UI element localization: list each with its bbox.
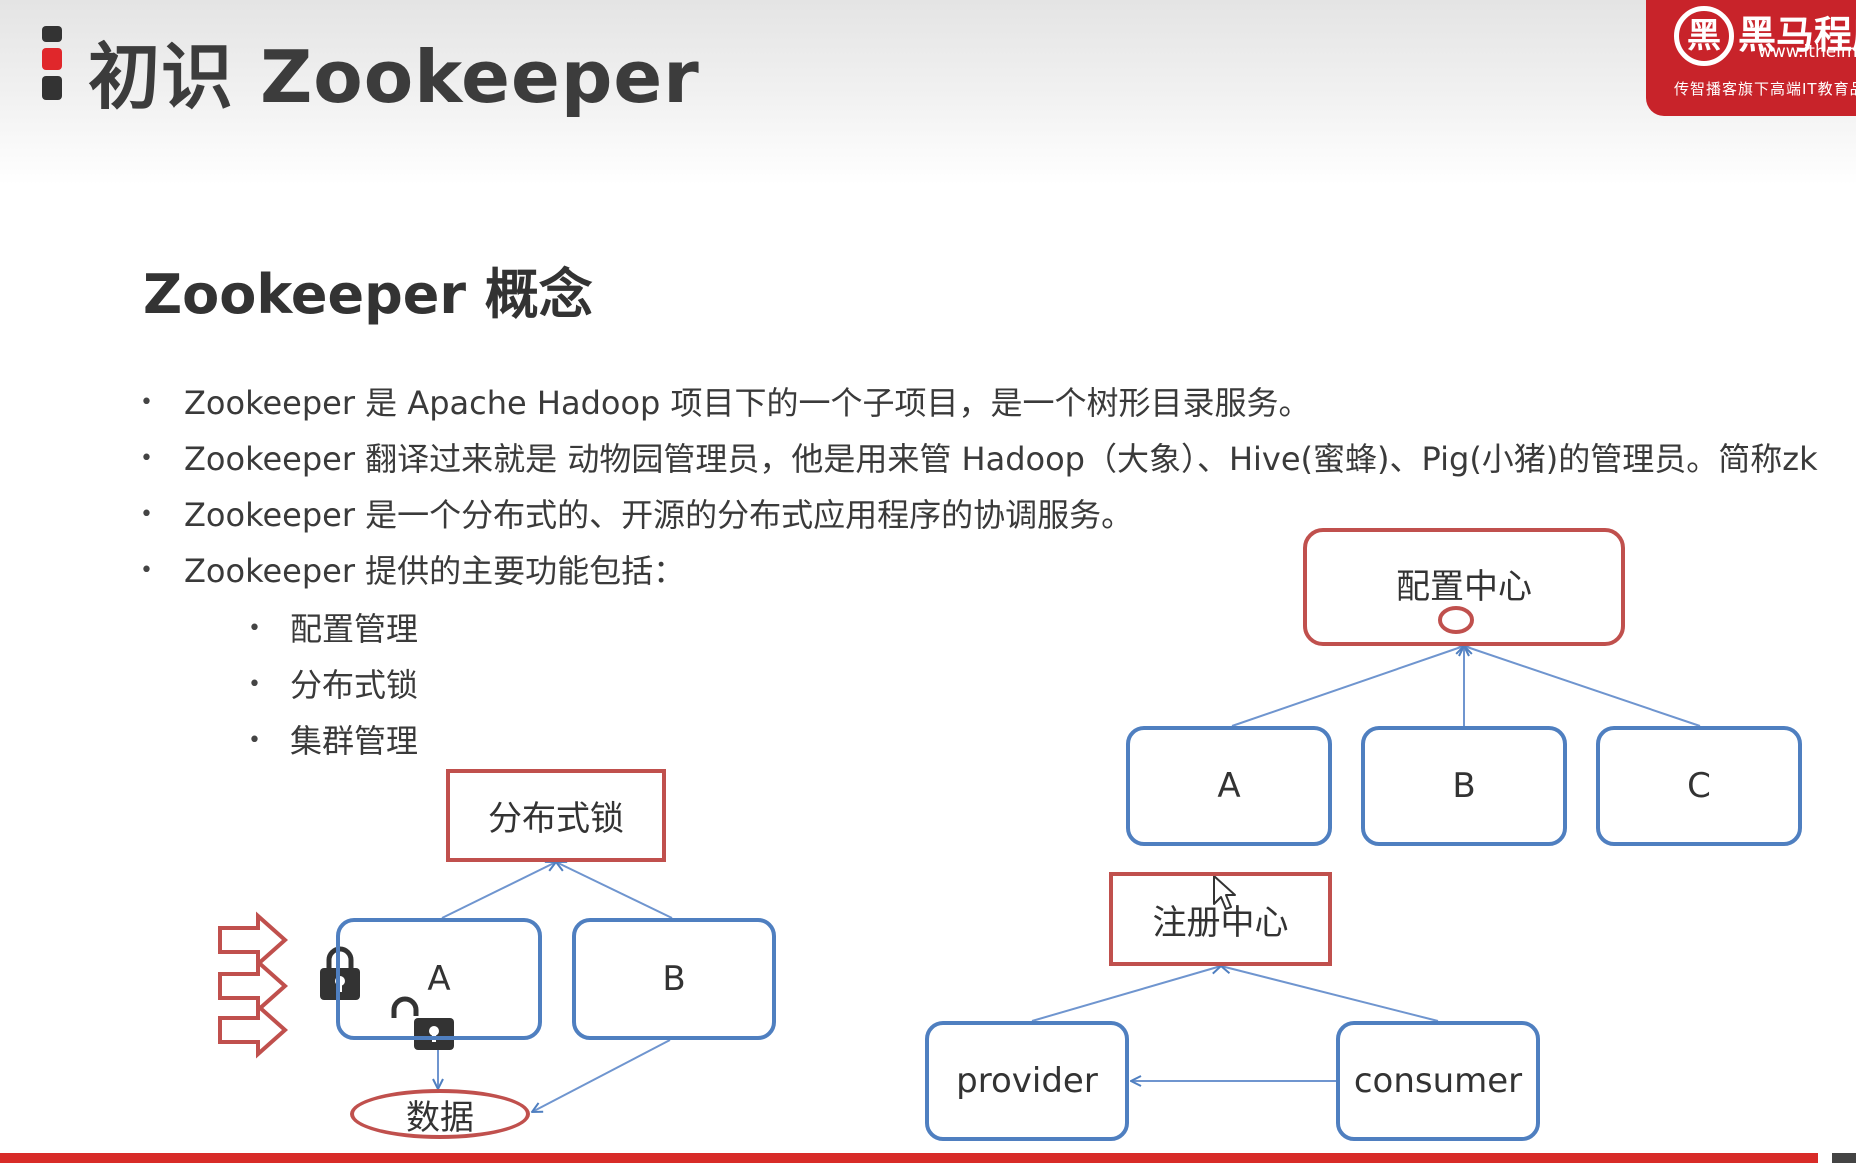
sub-bullet-item: 配置管理 (248, 604, 418, 660)
lock-client-a: A (336, 918, 542, 1040)
config-link-c (1464, 646, 1701, 727)
bullet-item: Zookeeper 提供的主要功能包括： (140, 546, 1818, 602)
bullet-list: Zookeeper 是 Apache Hadoop 项目下的一个子项目，是一个树… (140, 378, 1818, 602)
footer-bar (0, 1153, 1818, 1163)
title-marker-top (42, 26, 62, 42)
title-marker-bottom (42, 76, 62, 100)
footer-corner (1832, 1153, 1856, 1163)
config-client-c: C (1596, 726, 1802, 846)
mouse-cursor-icon (1213, 875, 1236, 910)
lock-closed-icon (320, 946, 360, 1000)
logo-seal-icon: 黑 (1674, 6, 1734, 66)
logo-slogan: 传智播客旗下高端IT教育品牌 (1674, 80, 1856, 98)
arrow-right-icon (218, 957, 289, 1015)
slide-header (0, 0, 1856, 185)
bullet-item: Zookeeper 是 Apache Hadoop 项目下的一个子项目，是一个树… (140, 378, 1818, 434)
title-marker-middle (42, 48, 62, 70)
lock-link-b (556, 862, 673, 919)
sub-bullet-item: 集群管理 (248, 716, 418, 772)
data-link-b (532, 1039, 671, 1112)
provider-node: provider (925, 1021, 1129, 1141)
arrow-right-icon (218, 911, 289, 1059)
arrow-right-icon (218, 1001, 289, 1059)
registry-link-provider (1031, 966, 1221, 1022)
consumer-node: consumer (1336, 1021, 1540, 1141)
registry-link-consumer (1221, 966, 1439, 1022)
sub-bullet-item: 分布式锁 (248, 660, 418, 716)
distributed-lock-node: 分布式锁 (446, 769, 666, 862)
bullet-item: Zookeeper 是一个分布式的、开源的分布式应用程序的协调服务。 (140, 490, 1818, 546)
config-center-node: 配置中心 (1303, 528, 1625, 646)
feature-sub-list: 配置管理 分布式锁 集群管理 (248, 604, 418, 772)
logo-url: www.itheima.com (1758, 42, 1856, 62)
slide-title: 初识 Zookeeper (88, 35, 700, 119)
config-client-b: B (1361, 726, 1567, 846)
section-title: Zookeeper 概念 (143, 263, 593, 326)
registry-center-node: 注册中心 (1109, 872, 1332, 966)
bullet-item: Zookeeper 翻译过来就是 动物园管理员，他是用来管 Hadoop（大象）… (140, 434, 1818, 490)
config-link-a (1231, 646, 1464, 727)
shared-data-node: 数据 (350, 1089, 530, 1139)
config-client-a: A (1126, 726, 1332, 846)
lock-link-a (441, 862, 556, 919)
logo-brand-name: 黑马程序员 (1738, 13, 1856, 57)
lock-client-b: B (572, 918, 776, 1040)
brand-logo: 黑 黑马程序员 www.itheima.com 传智播客旗下高端IT教育品牌 (1646, 0, 1856, 116)
arrow-right-icon (218, 911, 289, 969)
config-center-port (1438, 606, 1474, 634)
